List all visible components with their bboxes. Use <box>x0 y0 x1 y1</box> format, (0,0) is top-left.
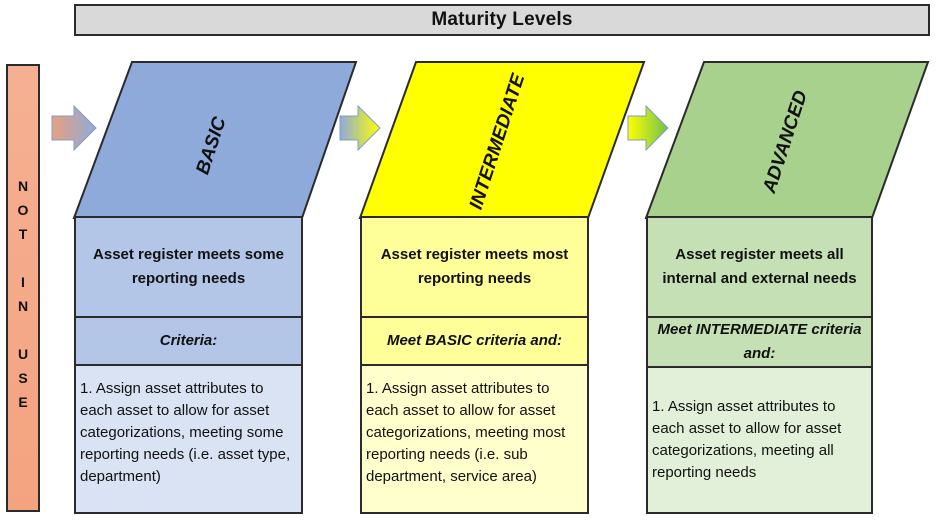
basic-criteria-text: Criteria: <box>159 332 218 349</box>
basic-criteria-box: Criteria: <box>74 316 303 366</box>
banner-title: Maturity Levels <box>431 9 573 30</box>
not-in-use-letter: N <box>17 178 29 194</box>
basic-heading-text: Asset register meets some reporting need… <box>93 246 284 287</box>
intermediate-criteria-box: Meet BASIC criteria and: <box>360 316 589 366</box>
basic-body-box: 1. Assign asset attributes to each asset… <box>74 364 303 514</box>
not-in-use-letter: S <box>18 370 28 386</box>
not-in-use-letter: I <box>21 274 25 290</box>
advanced-heading-text: Asset register meets all internal and ex… <box>662 246 857 287</box>
arrow-to-intermediate-icon <box>339 104 381 152</box>
not-in-use-letter: N <box>17 298 29 314</box>
advanced-body-box: 1. Assign asset attributes to each asset… <box>646 366 873 514</box>
arrow-to-advanced-icon <box>627 104 669 152</box>
intermediate-body-box: 1. Assign asset attributes to each asset… <box>360 364 589 514</box>
intermediate-body-text: 1. Assign asset attributes to each asset… <box>366 380 566 485</box>
maturity-levels-banner: Maturity Levels <box>74 4 930 36</box>
basic-heading-box: Asset register meets some reporting need… <box>74 216 303 318</box>
advanced-body-text: 1. Assign asset attributes to each asset… <box>652 398 842 481</box>
not-in-use-letter: U <box>17 346 29 362</box>
not-in-use-letter: O <box>17 202 29 218</box>
advanced-criteria-text: Meet INTERMEDIATE criteria and: <box>657 321 862 362</box>
not-in-use-letter: T <box>18 226 28 242</box>
advanced-criteria-box: Meet INTERMEDIATE criteria and: <box>646 316 873 368</box>
not-in-use-letter: E <box>18 394 28 410</box>
arrow-to-basic-icon <box>51 104 97 152</box>
intermediate-criteria-text: Meet BASIC criteria and: <box>386 332 563 349</box>
intermediate-heading-box: Asset register meets most reporting need… <box>360 216 589 318</box>
advanced-heading-box: Asset register meets all internal and ex… <box>646 216 873 318</box>
not-in-use-bar: N O T I N U S E <box>6 64 40 512</box>
intermediate-heading-text: Asset register meets most reporting need… <box>380 246 569 287</box>
basic-body-text: 1. Assign asset attributes to each asset… <box>80 380 291 485</box>
